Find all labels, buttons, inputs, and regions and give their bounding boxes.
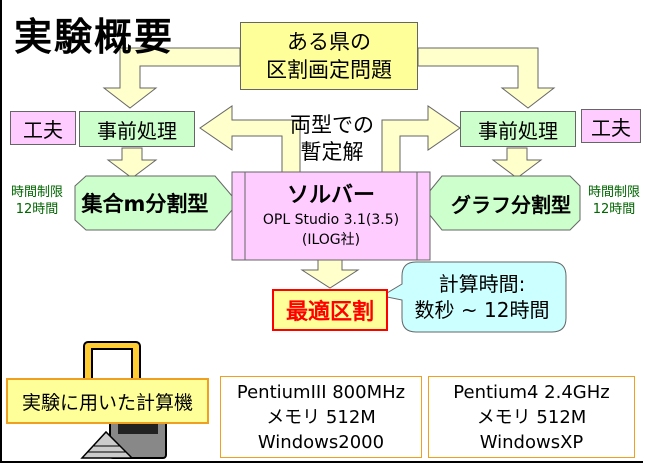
page-title: 実験概要	[14, 15, 175, 59]
solver-product: OPL Studio 3.1(3.5)	[262, 212, 400, 228]
arrow-problem-to-left	[102, 47, 241, 109]
calc-time-text: 計算時間: 数秒 ~ 12時間	[400, 264, 564, 330]
optimal-partition-box: 最適区割	[272, 289, 388, 331]
calc-time-value: 数秒 ~ 12時間	[414, 298, 550, 322]
spec2-os: WindowsXP	[479, 431, 584, 453]
arrow-intermediate-right	[381, 105, 461, 173]
time-limit-left: 時間制限 12時間	[2, 184, 72, 218]
arrow-right-pre-down	[491, 147, 543, 179]
spec2-memory: メモリ 512M	[476, 406, 587, 428]
time-limit-left-line1: 時間制限	[10, 185, 63, 200]
problem-line2: 区割画定問題	[266, 58, 392, 82]
preprocess-left-box: 事前処理	[79, 111, 195, 147]
kufu-right-box: 工夫	[581, 109, 641, 143]
arrow-problem-to-right	[417, 47, 556, 109]
intermediate-line2: 暫定解	[300, 140, 364, 164]
time-limit-right-line1: 時間制限	[587, 185, 640, 200]
solver-vendor: (ILOG社)	[301, 232, 361, 248]
spec2-cpu: Pentium4 2.4GHz	[453, 381, 610, 403]
solver-label: ソルバー OPL Studio 3.1(3.5) (ILOG社)	[245, 172, 417, 260]
set-partition-label: 集合m分割型	[81, 192, 209, 216]
graph-partition-shape	[419, 175, 581, 231]
spec-box-2: Pentium4 2.4GHz メモリ 512M WindowsXP	[428, 376, 635, 458]
time-limit-left-line2: 12時間	[15, 202, 59, 217]
arrow-intermediate-left	[199, 105, 301, 173]
set-partition-shape	[74, 175, 239, 231]
spec-box-1: PentiumIII 800MHz メモリ 512M Windows2000	[220, 376, 422, 458]
arrow-solver-to-optimal	[300, 259, 360, 289]
calc-time-label: 計算時間:	[438, 272, 526, 296]
graph-partition-label: グラフ分割型	[451, 192, 571, 217]
preprocess-right-box: 事前処理	[460, 111, 576, 147]
computer-used-label: 実験に用いた計算機	[6, 378, 209, 424]
time-limit-right-line2: 12時間	[592, 202, 636, 217]
intermediate-solution-label: 両型での 暫定解	[286, 112, 378, 166]
calc-time-callout	[380, 261, 567, 333]
problem-line1: ある県の	[287, 30, 371, 54]
intermediate-line1: 両型での	[290, 113, 374, 137]
arrow-left-pre-down	[106, 147, 158, 179]
problem-box: ある県の 区割画定問題	[240, 22, 418, 90]
spec1-os: Windows2000	[257, 431, 385, 453]
time-limit-right: 時間制限 12時間	[583, 184, 645, 218]
solver-box	[231, 171, 431, 261]
kufu-left-box: 工夫	[10, 111, 76, 145]
spec1-memory: メモリ 512M	[266, 406, 376, 428]
solver-name: ソルバー	[286, 183, 375, 208]
spec1-cpu: PentiumIII 800MHz	[236, 381, 406, 403]
